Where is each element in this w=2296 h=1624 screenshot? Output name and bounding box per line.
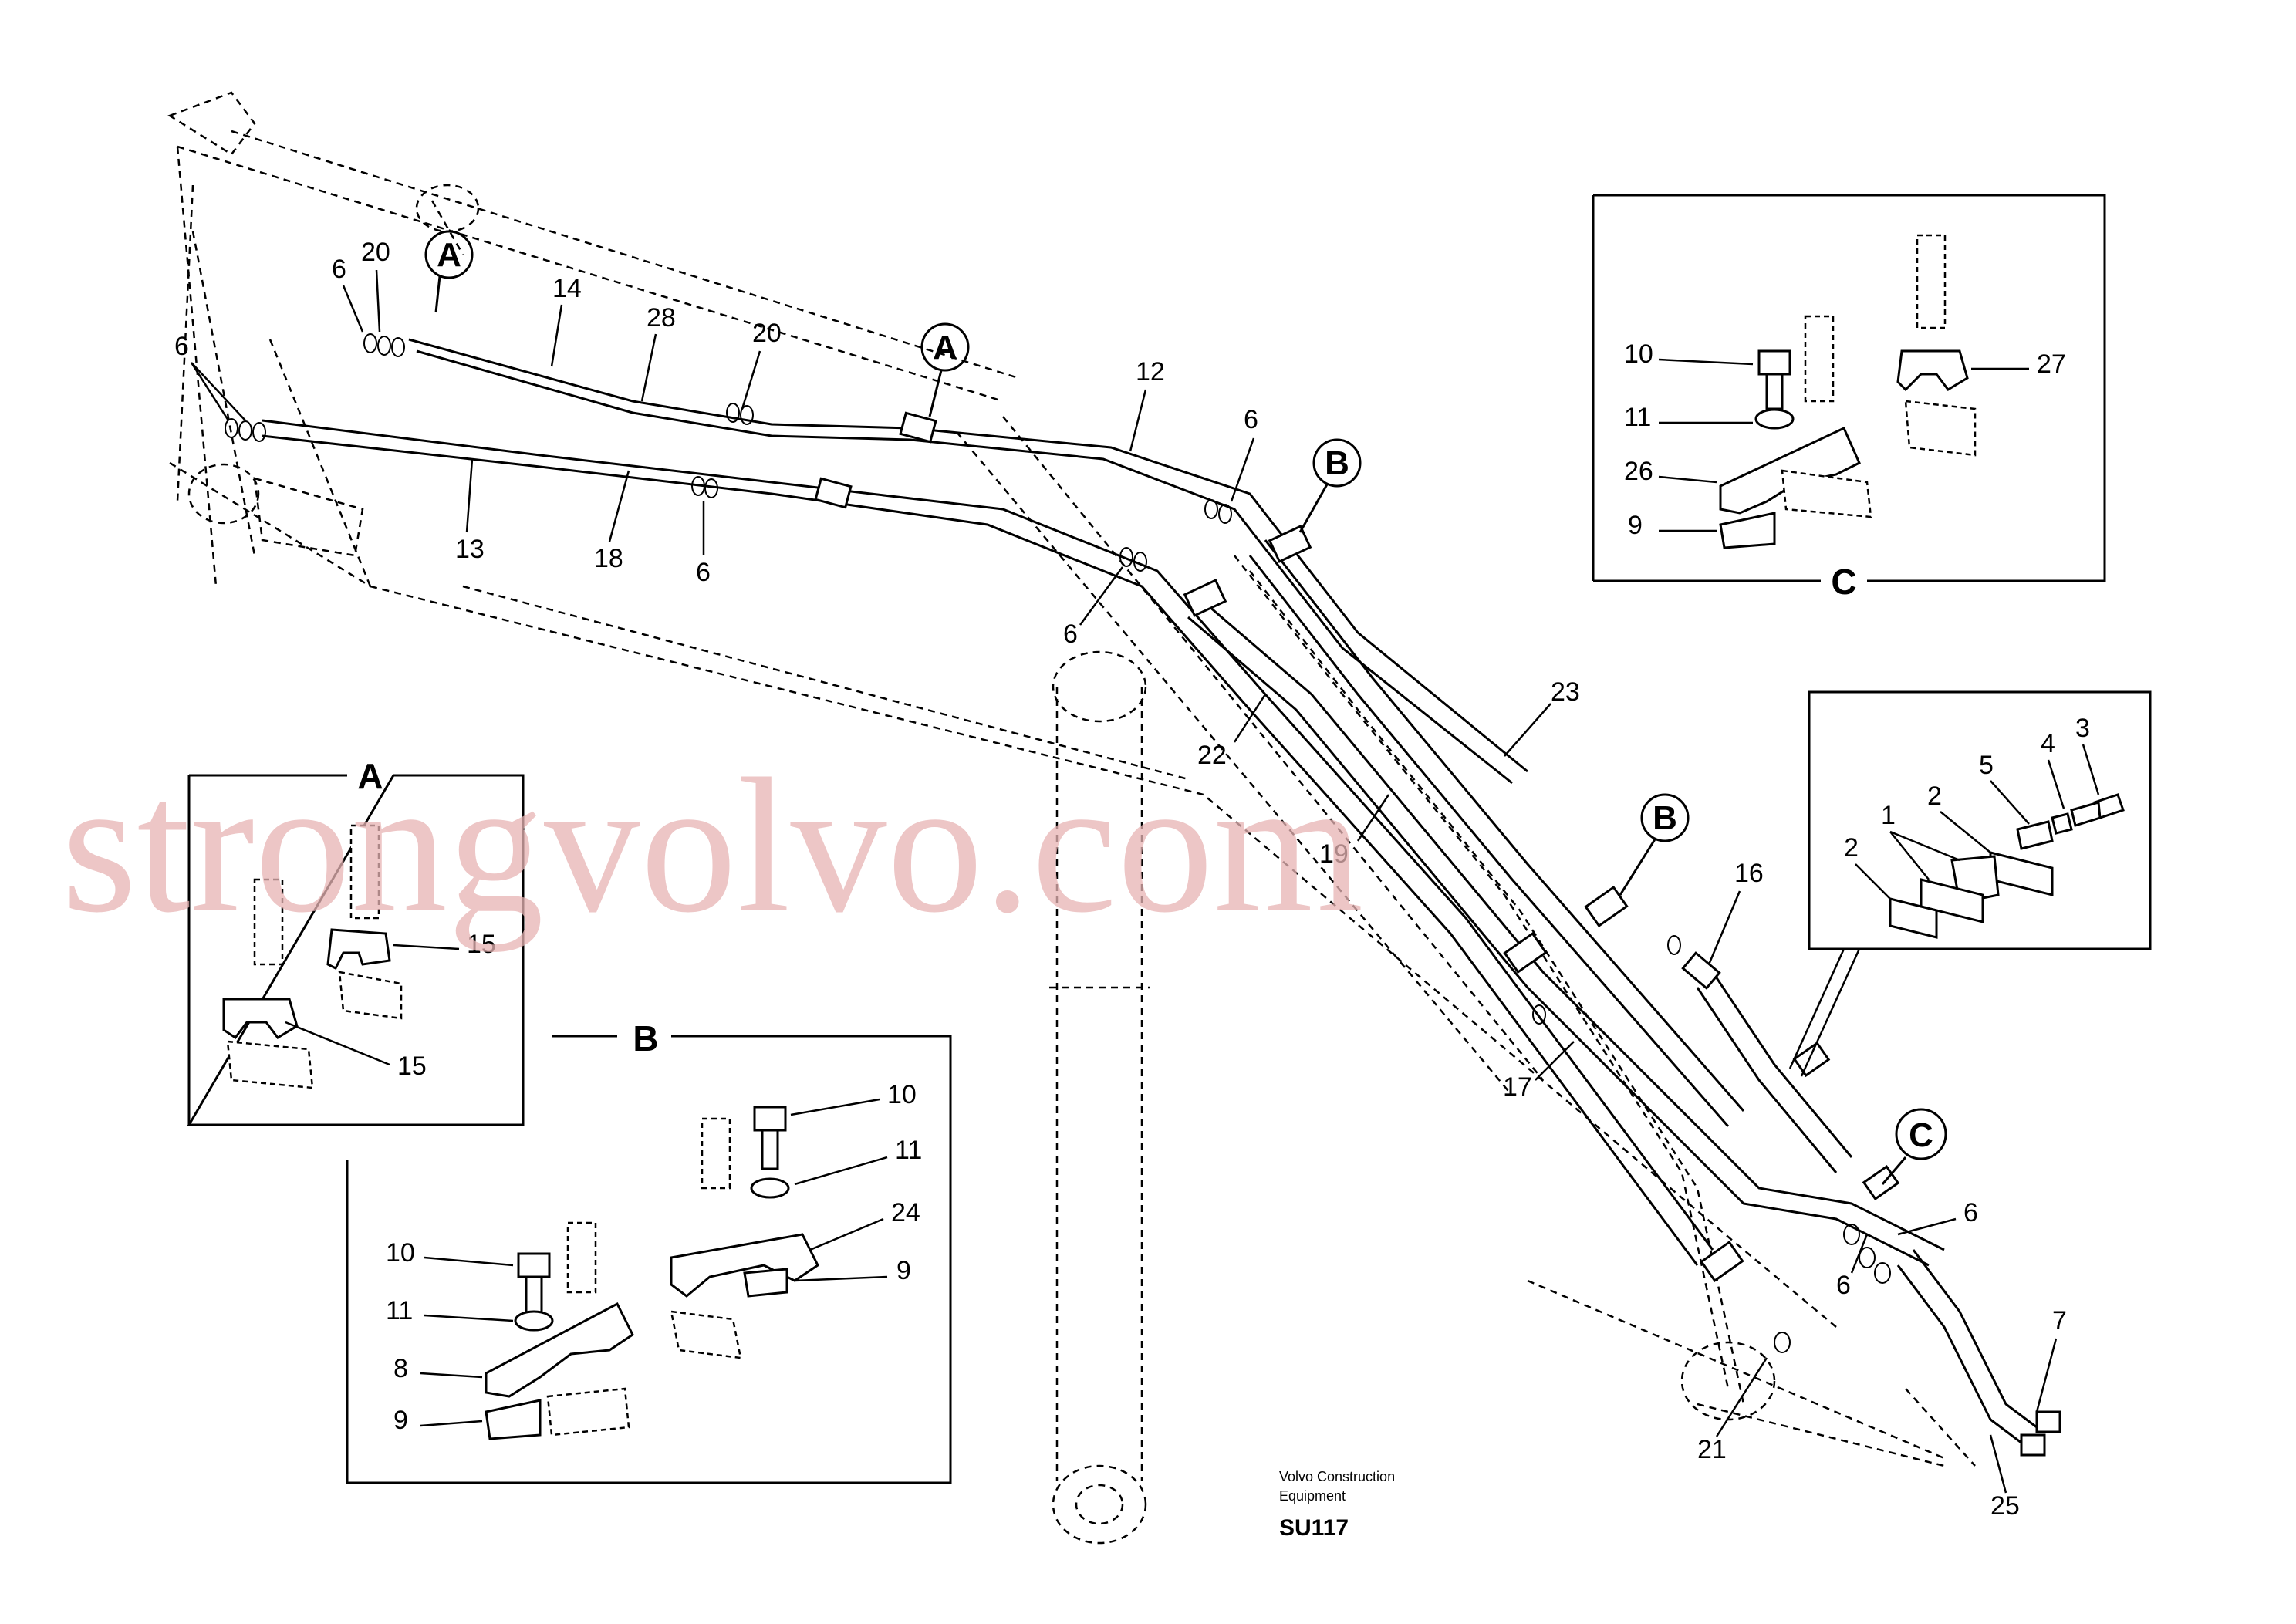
label-6c: 6	[174, 332, 189, 361]
detail-b-label-11a: 11	[895, 1136, 922, 1165]
label-12: 12	[1136, 357, 1165, 387]
detail-c-label-10: 10	[1624, 339, 1653, 369]
detail-b-label-10b: 10	[386, 1238, 415, 1268]
callout-b2: B	[1619, 793, 1690, 896]
detail-d-label-1: 1	[1881, 801, 1896, 830]
fittings	[225, 333, 2061, 1457]
credit-block: Volvo Construction Equipment SU117	[1279, 1469, 1395, 1541]
callout-c1-text: C	[1909, 1116, 1933, 1154]
detail-c-label-9: 9	[1628, 511, 1643, 540]
detail-b-label-10a: 10	[887, 1080, 917, 1109]
detail-d-label-3: 3	[2075, 714, 2090, 743]
callout-a2-text: A	[933, 329, 957, 366]
detail-b-label-9a: 9	[896, 1256, 911, 1285]
detail-c-label-11: 11	[1624, 403, 1651, 432]
credit-line1: Volvo Construction	[1279, 1469, 1395, 1484]
detail-b: B 10 11 24 9 10 11 8 9	[346, 1018, 952, 1484]
detail-a-title: A	[357, 756, 383, 796]
hydraulic-pipes	[262, 338, 2038, 1444]
detail-a-label-15b: 15	[397, 1052, 427, 1081]
boom-cylinder	[1049, 650, 1150, 1545]
detail-d-label-2b: 2	[1844, 833, 1859, 863]
label-6f: 6	[1963, 1198, 1978, 1227]
label-6g: 6	[1836, 1271, 1851, 1300]
main-labels: 6 20 14 28 20 12 6 6 13 18 6 6 22 23 19 …	[174, 238, 2067, 1521]
label-28: 28	[647, 303, 676, 333]
callout-c1: C	[1881, 1108, 1947, 1185]
label-18: 18	[594, 544, 623, 573]
callout-a2: A	[920, 322, 970, 417]
callout-b2-text: B	[1653, 799, 1677, 837]
detail-d-label-5: 5	[1979, 751, 1994, 780]
detail-b-title: B	[633, 1018, 658, 1058]
callout-a1-text: A	[437, 236, 461, 274]
label-13: 13	[455, 535, 485, 564]
label-6e: 6	[1063, 620, 1078, 649]
label-23: 23	[1551, 677, 1580, 707]
label-6d: 6	[696, 558, 711, 587]
detail-c-label-26: 26	[1624, 457, 1653, 486]
label-6b: 6	[1244, 405, 1258, 434]
label-7: 7	[2052, 1306, 2067, 1335]
clamps	[814, 411, 1900, 1282]
label-25: 25	[1990, 1491, 2020, 1521]
callout-b1: B	[1298, 438, 1362, 533]
detail-a: A 15 15	[187, 756, 525, 1126]
detail-b-label-8: 8	[393, 1354, 408, 1383]
detail-b-label-24: 24	[891, 1198, 920, 1227]
detail-d-label-2a: 2	[1927, 782, 1942, 811]
detail-b-label-11b: 11	[386, 1296, 413, 1325]
label-22: 22	[1197, 741, 1227, 770]
label-20a: 20	[361, 238, 390, 267]
credit-line2: Equipment	[1279, 1488, 1346, 1504]
detail-b-label-9b: 9	[393, 1406, 408, 1435]
label-19: 19	[1319, 839, 1349, 869]
detail-c-title: C	[1831, 562, 1856, 602]
label-16: 16	[1734, 859, 1764, 888]
callout-a1: A	[424, 230, 474, 313]
label-20b: 20	[752, 319, 782, 348]
label-6a: 6	[332, 255, 346, 284]
label-14: 14	[552, 274, 582, 303]
callout-b1-text: B	[1325, 444, 1349, 482]
detail-c: C 10 11 26 9 27	[1592, 194, 2106, 602]
label-21: 21	[1697, 1435, 1727, 1464]
detail-c-label-27: 27	[2037, 349, 2066, 379]
sheet-id: SU117	[1279, 1515, 1349, 1541]
detail-d: 3 4 5 2 1 2	[1788, 690, 2152, 1077]
detail-a-label-15a: 15	[467, 930, 496, 959]
label-17: 17	[1503, 1072, 1532, 1102]
detail-d-label-4: 4	[2041, 729, 2055, 758]
watermark: strongvolvo.com	[62, 739, 1363, 953]
